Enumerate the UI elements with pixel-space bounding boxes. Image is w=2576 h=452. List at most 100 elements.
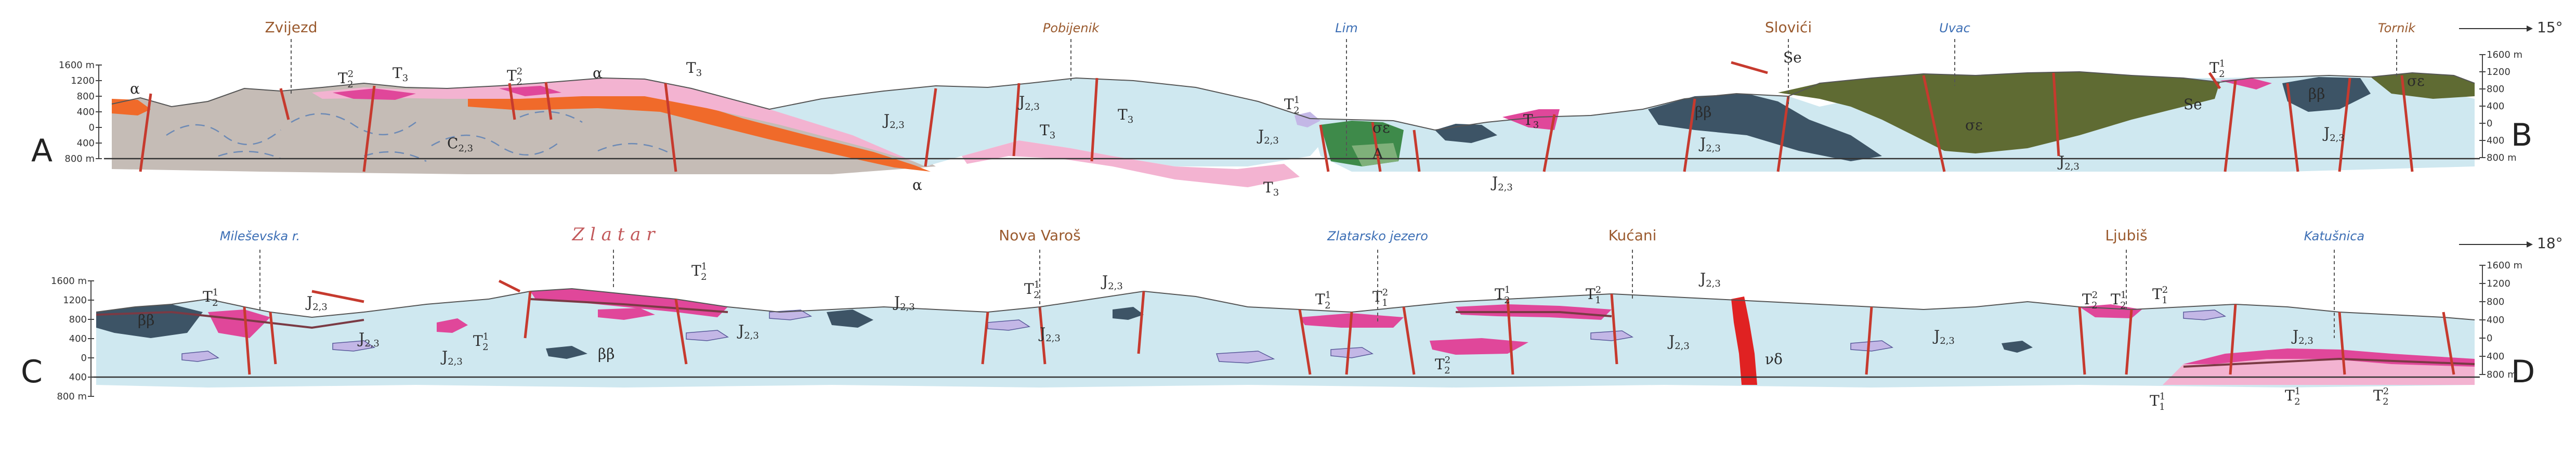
faults-top (139, 61, 2414, 172)
unit-j23-b1: J2,3 (305, 293, 328, 313)
scale-label: 1200 (2487, 278, 2510, 289)
scale-label: 1600 m (59, 60, 95, 71)
basalt-bb-bottom (546, 346, 587, 359)
intrusive-vd (1731, 296, 1757, 385)
unit-j23-b9: J2,3 (1698, 270, 1721, 289)
basalt-lens-mid (1113, 307, 1144, 320)
unit-j23-b2: J2,3 (357, 330, 380, 349)
unit-a: A (1372, 145, 1383, 162)
scale-label: 800 (2487, 296, 2504, 307)
unit-se-2: Se (2183, 96, 2202, 113)
scale-label: 400 (2487, 351, 2504, 362)
scale-label: 400 (69, 333, 87, 344)
place-name: Z l a t a r (572, 224, 656, 245)
unit-j23-3: J2,3 (1257, 127, 1279, 146)
unit-bb-2: ββ (2308, 85, 2325, 102)
place-name: Zvijezd (265, 19, 317, 36)
scale-label: 0 (2487, 333, 2492, 344)
scale-label: 800 m (2487, 369, 2517, 380)
unit-t3-1: T3 (1040, 122, 1055, 141)
unit-j23-1: J2,3 (882, 111, 905, 131)
basalt-slovici (1648, 94, 1882, 161)
scale-label: 400 (2487, 315, 2504, 326)
unit-bb-b2: ββ (598, 345, 614, 363)
triassic-t3-top (312, 78, 931, 166)
alpha-layer-west (112, 99, 151, 115)
top-surface-line (111, 71, 2475, 131)
section-letter-c: C (21, 354, 43, 390)
unit-oe-2: σε (2407, 72, 2425, 89)
unit-alpha-3: α (912, 176, 922, 193)
scale-label: 0 (81, 353, 87, 364)
unit-t3-3: T3 (393, 64, 408, 84)
section-letter-a: A (31, 133, 53, 169)
scale-label: 1600 m (51, 276, 87, 287)
scale-label: 800 m (2487, 152, 2517, 163)
serpentine-uvac (1778, 72, 2220, 153)
longitude-marker-top: 15° (2459, 19, 2563, 36)
unit-vd: νδ (1765, 351, 1783, 368)
unit-j23-b6: J2,3 (1038, 325, 1061, 344)
alpha-layer-band (468, 91, 931, 172)
vertical-scale-bottom-right: 1600 m 1200 800 400 0 400 800 m (2479, 260, 2522, 380)
unit-oe-3: σε (1372, 119, 1390, 136)
scale-label: 1600 m (2487, 260, 2522, 271)
unit-j23-6: J2,3 (2322, 124, 2345, 144)
unit-t3-4: T3 (686, 59, 702, 79)
longitude-top: 15° (2537, 19, 2563, 36)
place-name: Slovići (1765, 19, 1812, 36)
unit-j23-5: J2,3 (2057, 153, 2080, 172)
unit-j23-b4: J2,3 (737, 322, 759, 341)
place-name: Kućani (1609, 227, 1657, 244)
scale-label: 800 (2487, 84, 2504, 95)
unit-j23-b3: J2,3 (440, 348, 463, 367)
unit-j23-7: J2,3 (1490, 174, 1513, 193)
scale-label: 400 (77, 138, 95, 149)
scale-label: 800 (77, 91, 95, 102)
longitude-bottom: 18° (2537, 235, 2563, 252)
section-a-b: C2,3 J2,3 J2,3 J2,3 J2,3 J2,3 J2,3 J2,3 … (104, 49, 2480, 198)
scale-label: 0 (89, 122, 95, 133)
scale-label: 1200 (2487, 67, 2510, 78)
magenta-lens-1 (437, 318, 468, 333)
unit-bb-b1: ββ (138, 312, 154, 329)
faults-bottom (243, 279, 2455, 375)
place-name: Lim (1335, 21, 1357, 35)
basalt-lens-east (2002, 341, 2033, 353)
unit-bb-1: ββ (1695, 104, 1711, 121)
scale-label: 400 (69, 372, 87, 383)
place-name: Nova Varoš (999, 227, 1080, 244)
green-block-light (1352, 143, 1398, 166)
scale-label: 0 (2487, 118, 2492, 129)
place-name: Mileševska r. (220, 229, 300, 243)
scale-label: 800 m (64, 153, 95, 164)
unit-j23-b10: J2,3 (1932, 327, 1955, 346)
unit-t3-6: T3 (1523, 111, 1539, 131)
contacts-bottom (96, 298, 2475, 368)
scale-label: 800 (69, 314, 87, 325)
magenta-lens-big (1430, 338, 1528, 355)
jurassic-body-west (769, 78, 1331, 166)
unit-j23-b5: J2,3 (893, 293, 915, 313)
section-letter-b: B (2511, 117, 2532, 153)
unit-j23-2: J2,3 (1017, 93, 1040, 112)
section-letter-d: D (2511, 354, 2535, 390)
unit-t3-5: T3 (1263, 179, 1279, 198)
place-name: Ljubiš (2105, 227, 2147, 244)
